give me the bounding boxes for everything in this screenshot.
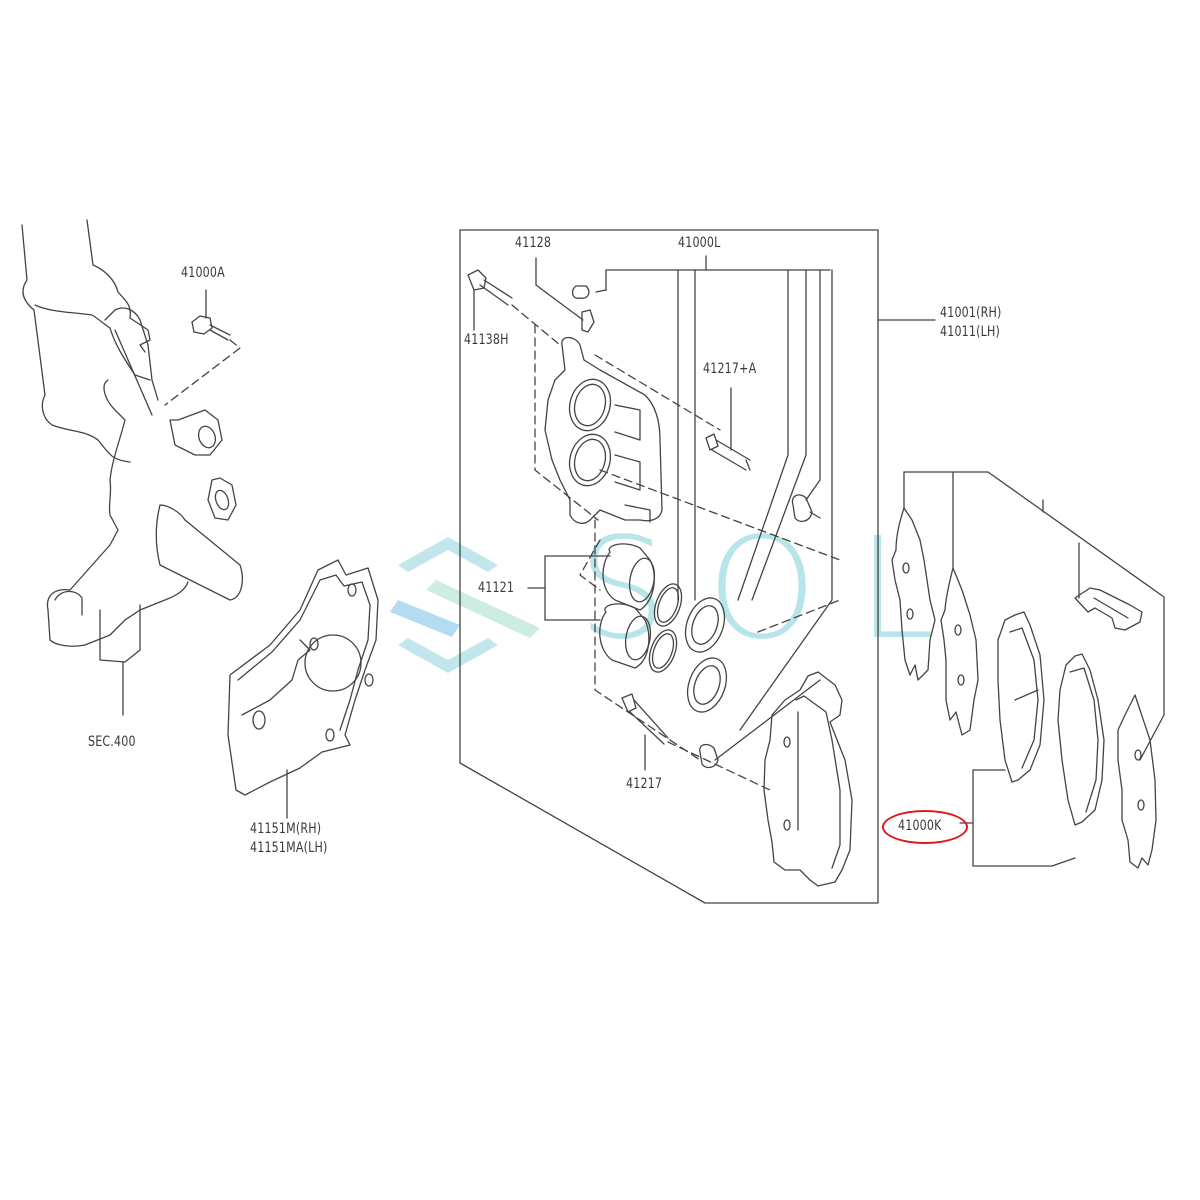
- shim-icon: [1118, 695, 1156, 868]
- dust-shield-icon: [228, 560, 378, 818]
- label-41217a: 41217+A: [703, 361, 757, 377]
- shim-icon: [941, 568, 978, 735]
- label-41121: 41121: [478, 580, 515, 596]
- label-sec-400: SEC.400: [88, 734, 136, 750]
- bleeder-screw-41128-icon: [536, 258, 594, 332]
- brake-pad-icon: [998, 612, 1044, 782]
- caliper-body-icon: [545, 338, 840, 561]
- label-41151m-rh: 41151M(RH): [250, 821, 322, 837]
- label-41217: 41217: [626, 776, 663, 792]
- pad-clip-icon: [1075, 588, 1142, 630]
- highlight-ring: [882, 810, 968, 844]
- guide-pin-41217a-icon: [706, 388, 750, 470]
- label-41151ma-lh: 41151MA(LH): [250, 840, 328, 856]
- seal-kit-leader-lines: [596, 256, 832, 730]
- shim-icon: [892, 508, 935, 680]
- label-41000a: 41000A: [181, 265, 225, 281]
- guide-pin-41217-icon: [622, 600, 840, 790]
- piston-seals-icon: [644, 580, 733, 717]
- bolt-41000a-icon: [165, 290, 240, 405]
- boot-icon: [792, 495, 820, 521]
- pad-kit-frame: [904, 472, 1164, 866]
- caliper-group-frame: [460, 230, 935, 903]
- label-41128: 41128: [515, 235, 552, 251]
- steering-knuckle-icon: [22, 220, 242, 715]
- label-41138h: 41138H: [464, 332, 509, 348]
- label-41000l: 41000L: [678, 235, 721, 251]
- bolt-41138h-icon: [468, 270, 598, 520]
- caliper-bracket-icon: [764, 672, 852, 886]
- brake-pad-icon: [1058, 654, 1104, 825]
- pistons-41121-icon: [528, 520, 700, 760]
- label-41011-lh: 41011(LH): [940, 324, 1001, 340]
- label-41001-rh: 41001(RH): [940, 305, 1002, 321]
